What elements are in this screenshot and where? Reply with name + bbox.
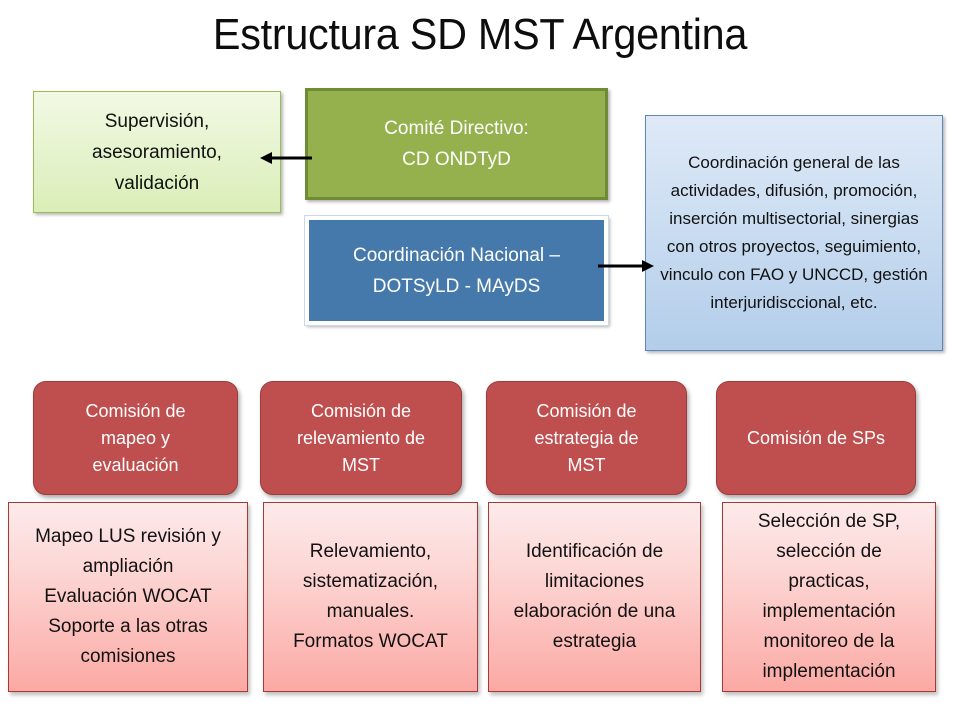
box-coordinacion-general[interactable]: Coordinación general de las actividades,… — [645, 115, 943, 351]
task-box-sps[interactable]: Selección de SP, selección de practicas,… — [722, 502, 936, 692]
box-supervision[interactable]: Supervisión, asesoramiento, validación — [33, 91, 281, 213]
commission-label: Comisión de relevamiento de MST — [296, 400, 426, 475]
box-coordinacion-nacional[interactable]: Coordinación Nacional – DOTSyLD - MAyDS — [305, 216, 608, 325]
box-coordinacion-nacional-label: Coordinación Nacional – DOTSyLD - MAyDS — [352, 244, 560, 297]
task-label: Identificación de limitaciones elaboraci… — [513, 541, 676, 652]
task-box-relevamiento-mst[interactable]: Relevamiento, sistematización, manuales.… — [263, 502, 478, 692]
box-comite-directivo-label: Comité Directivo: CD ONDTyD — [384, 118, 529, 170]
task-label: Mapeo LUS revisión y ampliación Evaluaci… — [35, 526, 221, 667]
task-label: Selección de SP, selección de practicas,… — [757, 511, 901, 682]
arrow-comite-to-supervision-icon — [260, 152, 312, 164]
box-supervision-label: Supervisión, asesoramiento, validación — [92, 110, 222, 194]
arrow-coordinacion-to-general-icon — [598, 260, 654, 272]
box-coordinacion-general-label: Coordinación general de las actividades,… — [660, 153, 928, 312]
commission-box-sps[interactable]: Comisión de SPs — [716, 381, 916, 495]
task-box-mapeo-evaluacion[interactable]: Mapeo LUS revisión y ampliación Evaluaci… — [8, 502, 248, 692]
commission-box-relevamiento-mst[interactable]: Comisión de relevamiento de MST — [260, 381, 462, 495]
page-title: Estructura SD MST Argentina — [212, 10, 748, 59]
commission-label: Comisión de mapeo y evaluación — [85, 400, 186, 475]
box-comite-directivo[interactable]: Comité Directivo: CD ONDTyD — [305, 88, 608, 200]
task-label: Relevamiento, sistematización, manuales.… — [293, 541, 448, 652]
commission-box-estrategia-mst[interactable]: Comisión de estrategia de MST — [486, 381, 687, 495]
commission-label: Comisión de estrategia de MST — [534, 400, 639, 475]
commission-label: Comisión de SPs — [746, 427, 886, 448]
task-box-estrategia-mst[interactable]: Identificación de limitaciones elaboraci… — [488, 502, 701, 692]
commission-box-mapeo-evaluacion[interactable]: Comisión de mapeo y evaluación — [33, 381, 238, 495]
